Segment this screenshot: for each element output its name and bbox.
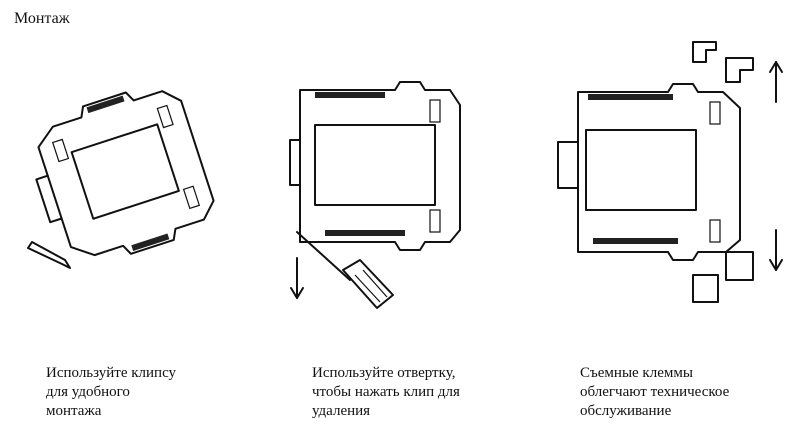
caption-screwdriver-removal: Используйте отвертку, чтобы нажать клип … bbox=[312, 364, 460, 421]
caption-line: обслуживание bbox=[580, 403, 672, 419]
screwdriver-removal-illustration bbox=[289, 81, 461, 309]
clip-mounting-illustration bbox=[27, 90, 215, 269]
caption-line: удаления bbox=[312, 403, 371, 419]
caption-clip-mounting: Используйте клипсу для удобного монтажа bbox=[46, 364, 176, 421]
caption-line: чтобы нажать клип для bbox=[312, 384, 460, 400]
caption-line: Используйте отвертку, bbox=[312, 365, 456, 381]
caption-line: монтажа bbox=[46, 403, 102, 419]
caption-line: Съемные клеммы bbox=[580, 365, 693, 381]
caption-removable-terminals: Съемные клеммы облегчают техническое обс… bbox=[580, 364, 729, 421]
caption-line: облегчают техническое bbox=[580, 384, 730, 400]
caption-line: Используйте клипсу bbox=[46, 365, 177, 381]
removable-terminals-illustration bbox=[557, 41, 783, 303]
caption-line: для удобного bbox=[46, 384, 130, 400]
page-title: Монтаж bbox=[14, 10, 70, 27]
